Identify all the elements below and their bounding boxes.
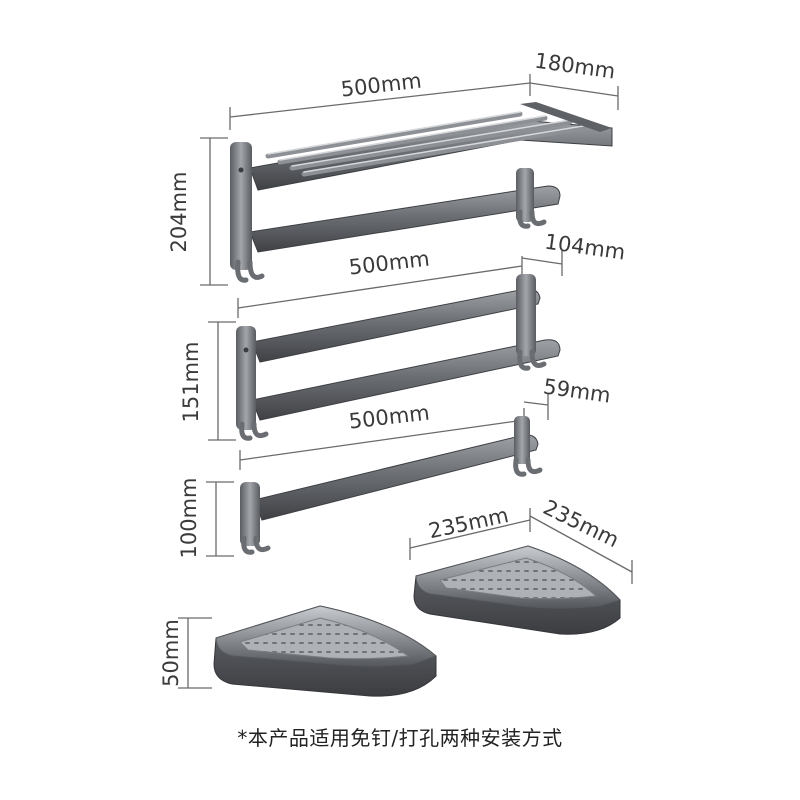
rack1-shelf-rails <box>249 102 613 191</box>
rack1-right-wall-plate <box>516 168 534 222</box>
corner-basket-left: 50mm <box>159 605 437 697</box>
rack1-towel-bar <box>249 185 561 253</box>
rack3-hooks <box>241 457 543 555</box>
rack2-dimension-lines <box>208 250 563 441</box>
basket-side-a-label: 235mm <box>426 503 510 543</box>
rack2-width-label: 500mm <box>348 247 431 280</box>
rack3-width-label: 500mm <box>348 401 431 434</box>
rack2-height-label: 151mm <box>179 342 203 423</box>
rack2-left-wall-plate <box>236 326 256 430</box>
rack1-depth-label: 180mm <box>533 49 617 84</box>
rack2-hooks <box>239 349 547 441</box>
basket-dimension-lines <box>409 508 633 584</box>
installation-footnote: *本产品适用免钉/打孔两种安装方式 <box>237 726 563 750</box>
rack2-depth-label: 104mm <box>543 230 627 265</box>
rack1-hooks <box>235 209 547 283</box>
rack2-right-wall-plate <box>516 274 536 356</box>
rack3-right-wall-plate <box>514 416 530 464</box>
double-towel-bar-rack: 500mm 104mm 151mm <box>179 230 627 441</box>
rack3-left-wall-plate <box>240 482 260 546</box>
rack1-height-label: 204mm <box>167 172 191 253</box>
corner-basket-right: 235mm 235mm <box>409 495 633 635</box>
rack1-dimension-lines <box>200 74 619 286</box>
basket-height-label: 50mm <box>159 619 183 687</box>
rack1-left-wall-plate <box>230 142 252 270</box>
rack2-lower-bar <box>251 339 561 421</box>
rack3-dimension-lines <box>206 394 549 557</box>
basket-height-dimension-lines <box>178 617 212 689</box>
single-towel-bar-rack: 500mm 59mm 100mm <box>177 374 612 558</box>
rack3-depth-label: 59mm <box>542 374 612 407</box>
rack3-height-label: 100mm <box>177 478 201 559</box>
towel-shelf-rack: 500mm 180mm 204mm <box>167 49 619 286</box>
